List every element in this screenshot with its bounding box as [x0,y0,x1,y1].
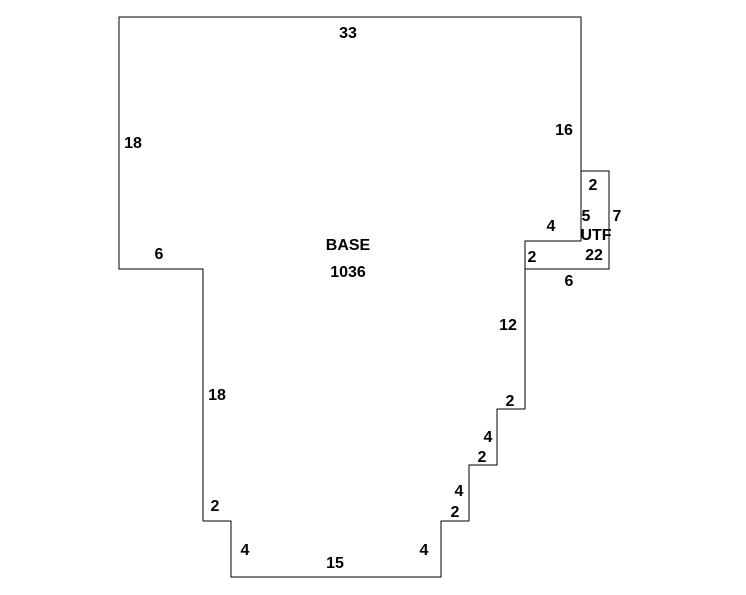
base-dim-bottom: 15 [326,555,344,572]
base-dim-step2-rise: 4 [455,483,464,500]
base-dim-left-lower: 18 [208,387,226,404]
base-dim-step3-run: 2 [451,504,460,521]
base-dim-bottom-left-run: 2 [211,498,220,515]
utf-area-label: 22 [585,247,603,264]
base-dim-notch-side: 2 [528,249,537,266]
base-dim-bottom-left-rise: 4 [241,542,250,559]
base-dim-left-notch: 6 [155,246,164,263]
utf-dim-bottom: 6 [565,273,574,290]
utf-name-label: UTF [580,227,611,244]
base-dim-notch-top: 4 [547,218,556,235]
base-dim-right-upper: 16 [555,122,573,139]
base-outline [118,16,582,578]
base-dim-step2-run: 2 [478,449,487,466]
base-dim-top: 33 [339,25,357,42]
base-dim-step1-run: 2 [506,393,515,410]
base-dim-right-middle: 12 [499,317,517,334]
base-dim-step1-rise: 4 [484,429,493,446]
utf-dim-right: 7 [613,208,622,225]
base-dim-left-upper: 18 [124,135,142,152]
utf-outline [524,170,610,270]
base-name-label: BASE [326,237,371,254]
utf-dim-left: 5 [582,208,591,225]
base-area-label: 1036 [330,264,366,281]
utf-dim-top: 2 [589,177,598,194]
base-dim-bottom-right-rise: 4 [420,542,429,559]
